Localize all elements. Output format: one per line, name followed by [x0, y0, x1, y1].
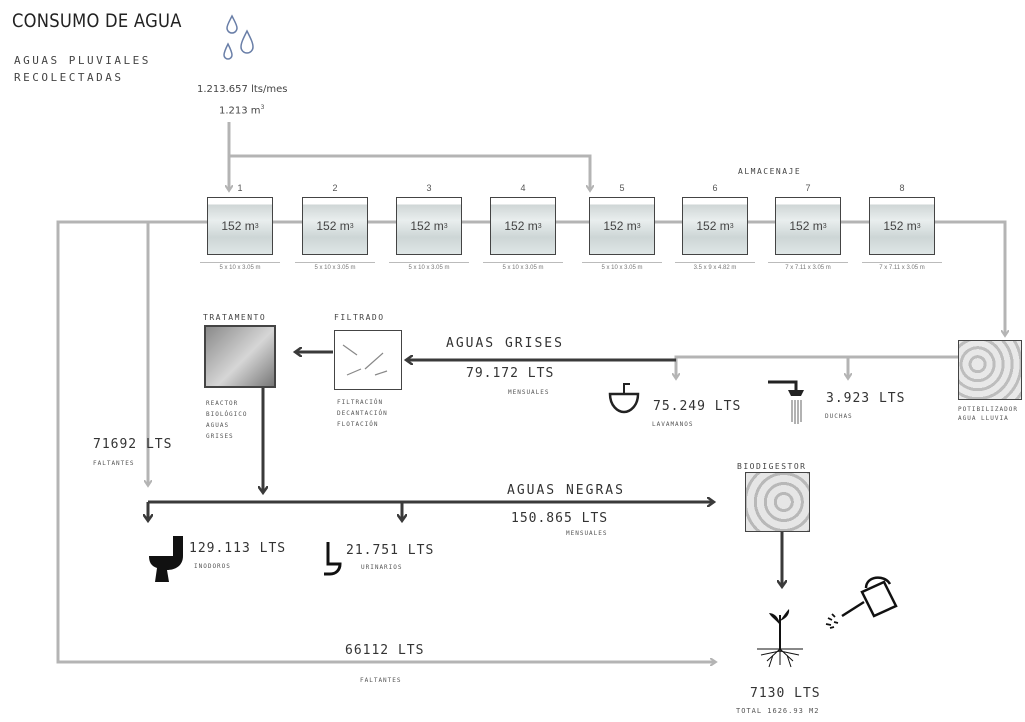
potabilizador-line-1: POTIBILIZADOR	[958, 405, 1018, 414]
tank-number: 2	[325, 183, 345, 193]
black-water-unit: MENSUALES	[566, 530, 608, 537]
potabilizador-line-2: AGUA LLUVIA	[958, 414, 1018, 423]
filter-desc: FILTRACIÓN DECANTACIÓN FLOTACIÓN	[337, 397, 388, 430]
tank-capacity-sup: 3	[917, 223, 921, 230]
black-water-title: AGUAS NEGRAS	[507, 483, 625, 498]
grey-water-unit: MENSUALES	[508, 389, 550, 396]
tank-dimensions: 5 x 10 x 3.05 m	[295, 262, 375, 271]
tank-dimensions: 5 x 10 x 3.05 m	[200, 262, 280, 271]
grey-water-title: AGUAS GRISES	[446, 336, 564, 351]
inodoros-value: 129.113 LTS	[189, 541, 286, 556]
tank-capacity: 152 m	[410, 219, 443, 233]
storage-label: ALMACENAJE	[738, 167, 801, 176]
black-water-value: 150.865 LTS	[511, 511, 608, 526]
tank-number: 5	[612, 183, 632, 193]
tank-number: 6	[705, 183, 725, 193]
watering-can-icon	[822, 566, 906, 636]
biodigestor-box	[745, 472, 810, 532]
tank-capacity-sup: 3	[538, 223, 542, 230]
shower-icon	[766, 378, 814, 430]
tank-capacity: 152 m	[789, 219, 822, 233]
treatment-desc-4: GRISES	[206, 431, 248, 442]
filter-icon	[335, 331, 401, 389]
filter-desc-3: FLOTACIÓN	[337, 419, 388, 430]
tank-capacity-sup: 3	[730, 223, 734, 230]
subtitle-line-2: RECOLECTADAS	[14, 69, 151, 86]
tank-capacity: 152 m	[316, 219, 349, 233]
rain-drops-icon	[218, 14, 258, 64]
tank-capacity: 152 m	[696, 219, 729, 233]
filter-desc-2: DECANTACIÓN	[337, 408, 388, 419]
faltantes-2-value: 66112 LTS	[345, 643, 424, 658]
tank-dimensions: 7 x 7.11 x 3.05 m	[768, 262, 848, 271]
urinal-icon	[320, 538, 342, 578]
tank-dimensions: 3.5 x 9 x 4.82 m	[675, 262, 755, 271]
treatment-desc: REACTOR BIOLÓGICO AGUAS GRISES	[206, 398, 248, 442]
subtitle-line-1: AGUAS PLUVIALES	[14, 52, 151, 69]
potabilizador-box	[958, 340, 1022, 400]
grey-water-value: 79.172 LTS	[466, 366, 554, 381]
faltantes-1-label: FALTANTES	[93, 460, 135, 467]
tank-dimensions: 5 x 10 x 3.05 m	[483, 262, 563, 271]
faltantes-2-label: FALTANTES	[360, 677, 402, 684]
filter-desc-1: FILTRACIÓN	[337, 397, 388, 408]
treatment-desc-1: REACTOR	[206, 398, 248, 409]
rain-branch-pipe	[229, 156, 590, 190]
sink-icon	[606, 378, 642, 418]
lavamanos-value: 75.249 LTS	[653, 399, 741, 414]
tank-number: 1	[230, 183, 250, 193]
rain-volume-lts: 1.213.657 lts/mes	[197, 84, 287, 95]
treatment-desc-2: BIOLÓGICO	[206, 409, 248, 420]
irrigation-total: TOTAL 1626.93 M2	[736, 707, 819, 715]
grey-supply-pipe	[676, 357, 960, 378]
urinarios-value: 21.751 LTS	[346, 543, 434, 558]
plant-roots-icon	[755, 605, 805, 675]
toilet-icon	[145, 534, 189, 584]
duchas-label: DUCHAS	[825, 413, 853, 420]
tank-capacity-sup: 3	[350, 223, 354, 230]
tank-dimensions: 7 x 7.11 x 3.05 m	[862, 262, 942, 271]
treatment-reactor-box	[204, 325, 276, 388]
potabilizador-label: POTIBILIZADOR AGUA LLUVIA	[958, 405, 1018, 423]
faltantes-1-value: 71692 LTS	[93, 437, 172, 452]
tank-dimensions: 5 x 10 x 3.05 m	[582, 262, 662, 271]
tank-capacity: 152 m	[883, 219, 916, 233]
filter-box	[334, 330, 402, 390]
tank-capacity-sup: 3	[444, 223, 448, 230]
rain-volume-m3-value: 1.213 m	[219, 105, 261, 116]
urinarios-label: URINARIOS	[361, 564, 403, 571]
subtitle: AGUAS PLUVIALES RECOLECTADAS	[14, 52, 151, 86]
tank-capacity-sup: 3	[255, 223, 259, 230]
tank-number: 8	[892, 183, 912, 193]
treatment-title: TRATAMENTO	[203, 313, 266, 322]
tank-number: 4	[513, 183, 533, 193]
inodoros-label: INODOROS	[194, 563, 231, 570]
page-title: CONSUMO DE AGUA	[12, 10, 182, 32]
biodigestor-title: BIODIGESTOR	[737, 462, 806, 471]
tank-dimensions: 5 x 10 x 3.05 m	[389, 262, 469, 271]
tank-capacity-sup: 3	[823, 223, 827, 230]
tank-number: 3	[419, 183, 439, 193]
tank-capacity: 152 m	[603, 219, 636, 233]
rain-volume-m3-sup: 3	[261, 104, 265, 111]
treatment-desc-3: AGUAS	[206, 420, 248, 431]
tank-number: 7	[798, 183, 818, 193]
tank-capacity-sup: 3	[637, 223, 641, 230]
duchas-value: 3.923 LTS	[826, 391, 905, 406]
rain-volume-m3: 1.213 m3	[219, 104, 264, 116]
filter-title: FILTRADO	[334, 313, 385, 322]
tank-capacity: 152 m	[504, 219, 537, 233]
lavamanos-label: LAVAMANOS	[652, 421, 694, 428]
tank-capacity: 152 m	[221, 219, 254, 233]
irrigation-value: 7130 LTS	[750, 686, 821, 701]
